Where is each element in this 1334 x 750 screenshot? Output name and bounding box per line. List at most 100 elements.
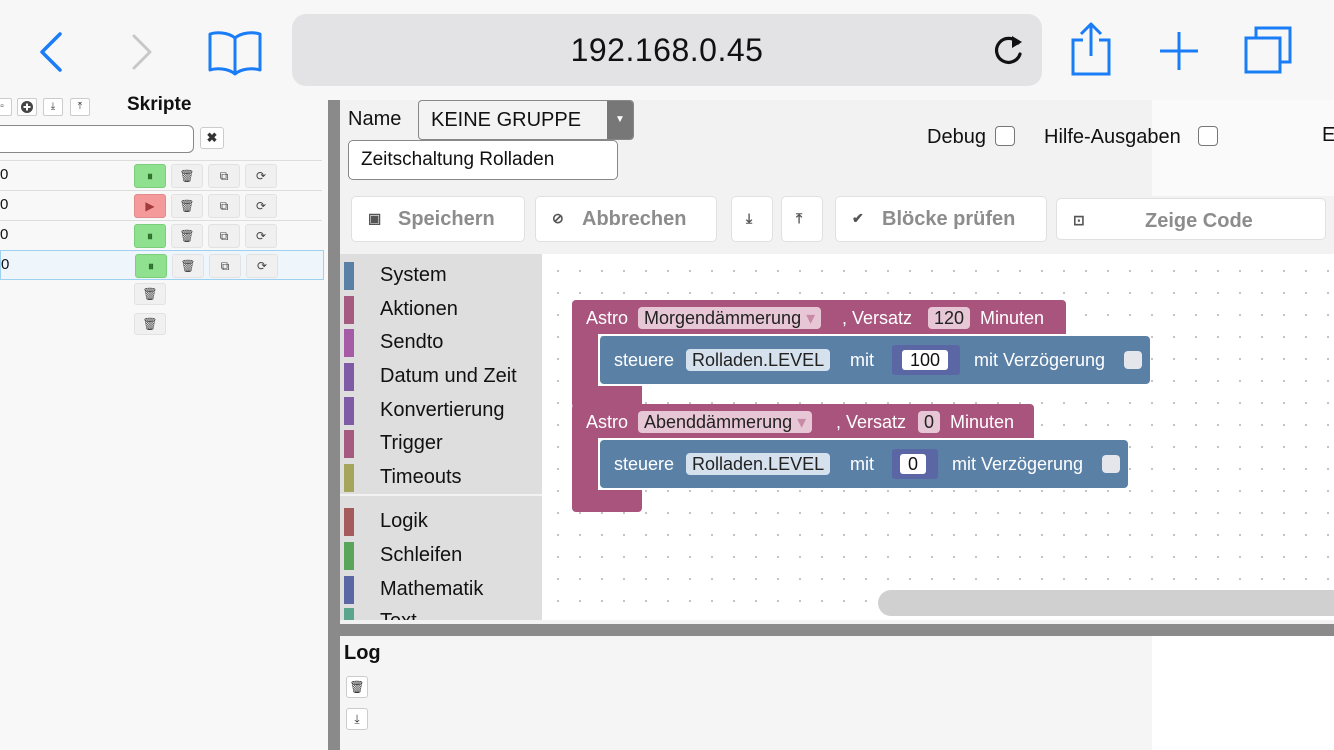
delete-button[interactable]: 🗑 [171, 224, 203, 248]
log-splitter[interactable] [340, 624, 1334, 636]
checkmark-icon: ✔ [852, 210, 864, 226]
astro-event-dropdown[interactable]: Morgendämmerung ▾ [638, 307, 822, 329]
import-blocks-button[interactable]: ⤓ [731, 196, 773, 242]
help-output-checkbox[interactable] [1198, 126, 1218, 146]
url-text: 192.168.0.45 [570, 32, 764, 68]
toolbox-category-aktionen[interactable]: Aktionen [344, 294, 542, 324]
reload-button[interactable] [988, 30, 1028, 70]
delay-checkbox[interactable] [1124, 351, 1142, 369]
offset-field[interactable]: 0 [918, 411, 941, 433]
tabs-button[interactable] [1242, 24, 1298, 74]
group-select[interactable]: KEINE GRUPPE ▼ [418, 100, 634, 140]
share-button[interactable] [1068, 22, 1114, 78]
astro-block-bottom [572, 490, 642, 512]
debug-checkbox[interactable] [995, 126, 1015, 146]
restart-button[interactable]: ⟳ [245, 194, 277, 218]
clipped-label: E [1322, 124, 1334, 146]
toolbox-category-trigger[interactable]: Trigger [344, 428, 542, 458]
pause-button[interactable]: ⏸ [134, 164, 166, 188]
astro-label: Astro [586, 308, 629, 328]
back-button[interactable] [28, 26, 76, 76]
delete-button[interactable]: 🗑 [172, 254, 204, 278]
bookmarks-button[interactable] [206, 26, 264, 76]
toolbox-category-konvertierung[interactable]: Konvertierung [344, 395, 542, 425]
forward-button[interactable] [118, 26, 166, 76]
pause-button[interactable]: ⏸ [134, 224, 166, 248]
toolbox-category-mathematik[interactable]: Mathematik [344, 574, 542, 604]
address-bar[interactable]: 192.168.0.45 [292, 14, 1042, 86]
offset-field[interactable]: 120 [928, 307, 971, 329]
script-row-value: 0 [0, 196, 9, 213]
upload-icon: ⤒ [796, 210, 803, 226]
number-block[interactable]: 100 [892, 345, 960, 375]
play-button[interactable]: ▶ [134, 194, 166, 218]
script-row[interactable]: 0 ⏸ 🗑 ⧉ ⟳ [0, 220, 322, 249]
delete-button[interactable]: 🗑 [171, 194, 203, 218]
number-value[interactable]: 100 [902, 350, 948, 370]
cancel-button[interactable]: ⊘ Abbrechen [535, 196, 717, 242]
copy-button[interactable]: ⧉ [208, 164, 240, 188]
forward-chevron-icon [132, 34, 152, 70]
debug-label: Debug [927, 126, 986, 148]
toolbox-category-sendto[interactable]: Sendto [344, 327, 542, 357]
clear-search-button[interactable]: ✖ [200, 127, 224, 149]
dropdown-arrow-icon: ▾ [806, 308, 816, 328]
browser-toolbar: 192.168.0.45 [0, 0, 1334, 100]
restart-button[interactable]: ⟳ [245, 164, 277, 188]
toolbox-category-schleifen[interactable]: Schleifen [344, 540, 542, 570]
bookmarks-book-icon [208, 31, 262, 76]
tabs-icon [1244, 26, 1292, 74]
toolbox-category-datum-und-zeit[interactable]: Datum und Zeit [344, 361, 542, 391]
device-field[interactable]: Rolladen.LEVEL [686, 453, 831, 475]
add-script-button[interactable] [17, 98, 37, 116]
script-row-selected[interactable]: 0 ⏸ 🗑 ⧉ ⟳ [0, 250, 324, 280]
delete-button[interactable]: 🗑 [134, 313, 166, 335]
horizontal-scrollbar[interactable] [878, 590, 1334, 616]
toolbox-category-system[interactable]: System [344, 260, 542, 290]
import-button[interactable]: ⤓ [43, 98, 63, 116]
export-button[interactable]: ⤒ [70, 98, 90, 116]
script-editor: Name KEINE GRUPPE ▼ Zeitschaltung Rollad… [340, 100, 1334, 750]
copy-button[interactable]: ⧉ [208, 194, 240, 218]
new-tab-button[interactable] [1154, 26, 1204, 76]
script-row-value: 0 [0, 166, 9, 183]
save-button[interactable]: ▣ Speichern [351, 196, 525, 242]
category-color-swatch [344, 430, 354, 458]
category-color-swatch [344, 296, 354, 324]
device-field[interactable]: Rolladen.LEVEL [686, 349, 831, 371]
toolbox-category-text[interactable]: Text [344, 606, 542, 620]
panel-splitter[interactable] [328, 100, 340, 750]
export-blocks-button[interactable]: ⤒ [781, 196, 823, 242]
toolbox-category-logik[interactable]: Logik [344, 506, 542, 536]
blockly-workspace[interactable]: Astro Morgendämmerung ▾ , Versatz 120 Mi… [542, 254, 1334, 620]
astro-event-value: Abenddämmerung [644, 412, 793, 432]
offset-label: , Versatz [836, 412, 907, 432]
toolbox-category-timeouts[interactable]: Timeouts [344, 462, 542, 492]
clear-log-button[interactable]: 🗑 [346, 676, 368, 698]
number-block[interactable]: 0 [892, 449, 938, 479]
download-log-button[interactable]: ⤓ [346, 708, 368, 730]
number-value[interactable]: 0 [900, 454, 926, 474]
delete-button[interactable]: 🗑 [134, 283, 166, 305]
script-row[interactable]: 0 ▶ 🗑 ⧉ ⟳ [0, 190, 322, 219]
delay-checkbox[interactable] [1102, 455, 1120, 473]
astro-block-bottom [572, 386, 642, 408]
script-name-value: Zeitschaltung Rolladen [361, 149, 555, 170]
show-code-button[interactable]: ⊡ Zeige Code [1056, 198, 1326, 240]
restart-button[interactable]: ⟳ [246, 254, 278, 278]
restart-button[interactable]: ⟳ [245, 224, 277, 248]
script-row[interactable]: 0 ⏸ 🗑 ⧉ ⟳ [0, 160, 322, 189]
delete-button[interactable]: 🗑 [171, 164, 203, 188]
check-blocks-button[interactable]: ✔ Blöcke prüfen [835, 196, 1047, 242]
astro-event-value: Morgendämmerung [644, 308, 802, 328]
dropdown-arrow-icon: ▾ [797, 412, 807, 432]
copy-button[interactable]: ⧉ [209, 254, 241, 278]
astro-event-dropdown[interactable]: Abenddämmerung ▾ [638, 411, 813, 433]
new-folder-button[interactable]: ▫ [0, 98, 12, 116]
script-name-input[interactable]: Zeitschaltung Rolladen [348, 140, 618, 180]
toolbox-separator [340, 494, 542, 496]
copy-button[interactable]: ⧉ [208, 224, 240, 248]
category-color-swatch [344, 464, 354, 492]
script-search-input[interactable] [0, 125, 194, 153]
pause-button[interactable]: ⏸ [135, 254, 167, 278]
